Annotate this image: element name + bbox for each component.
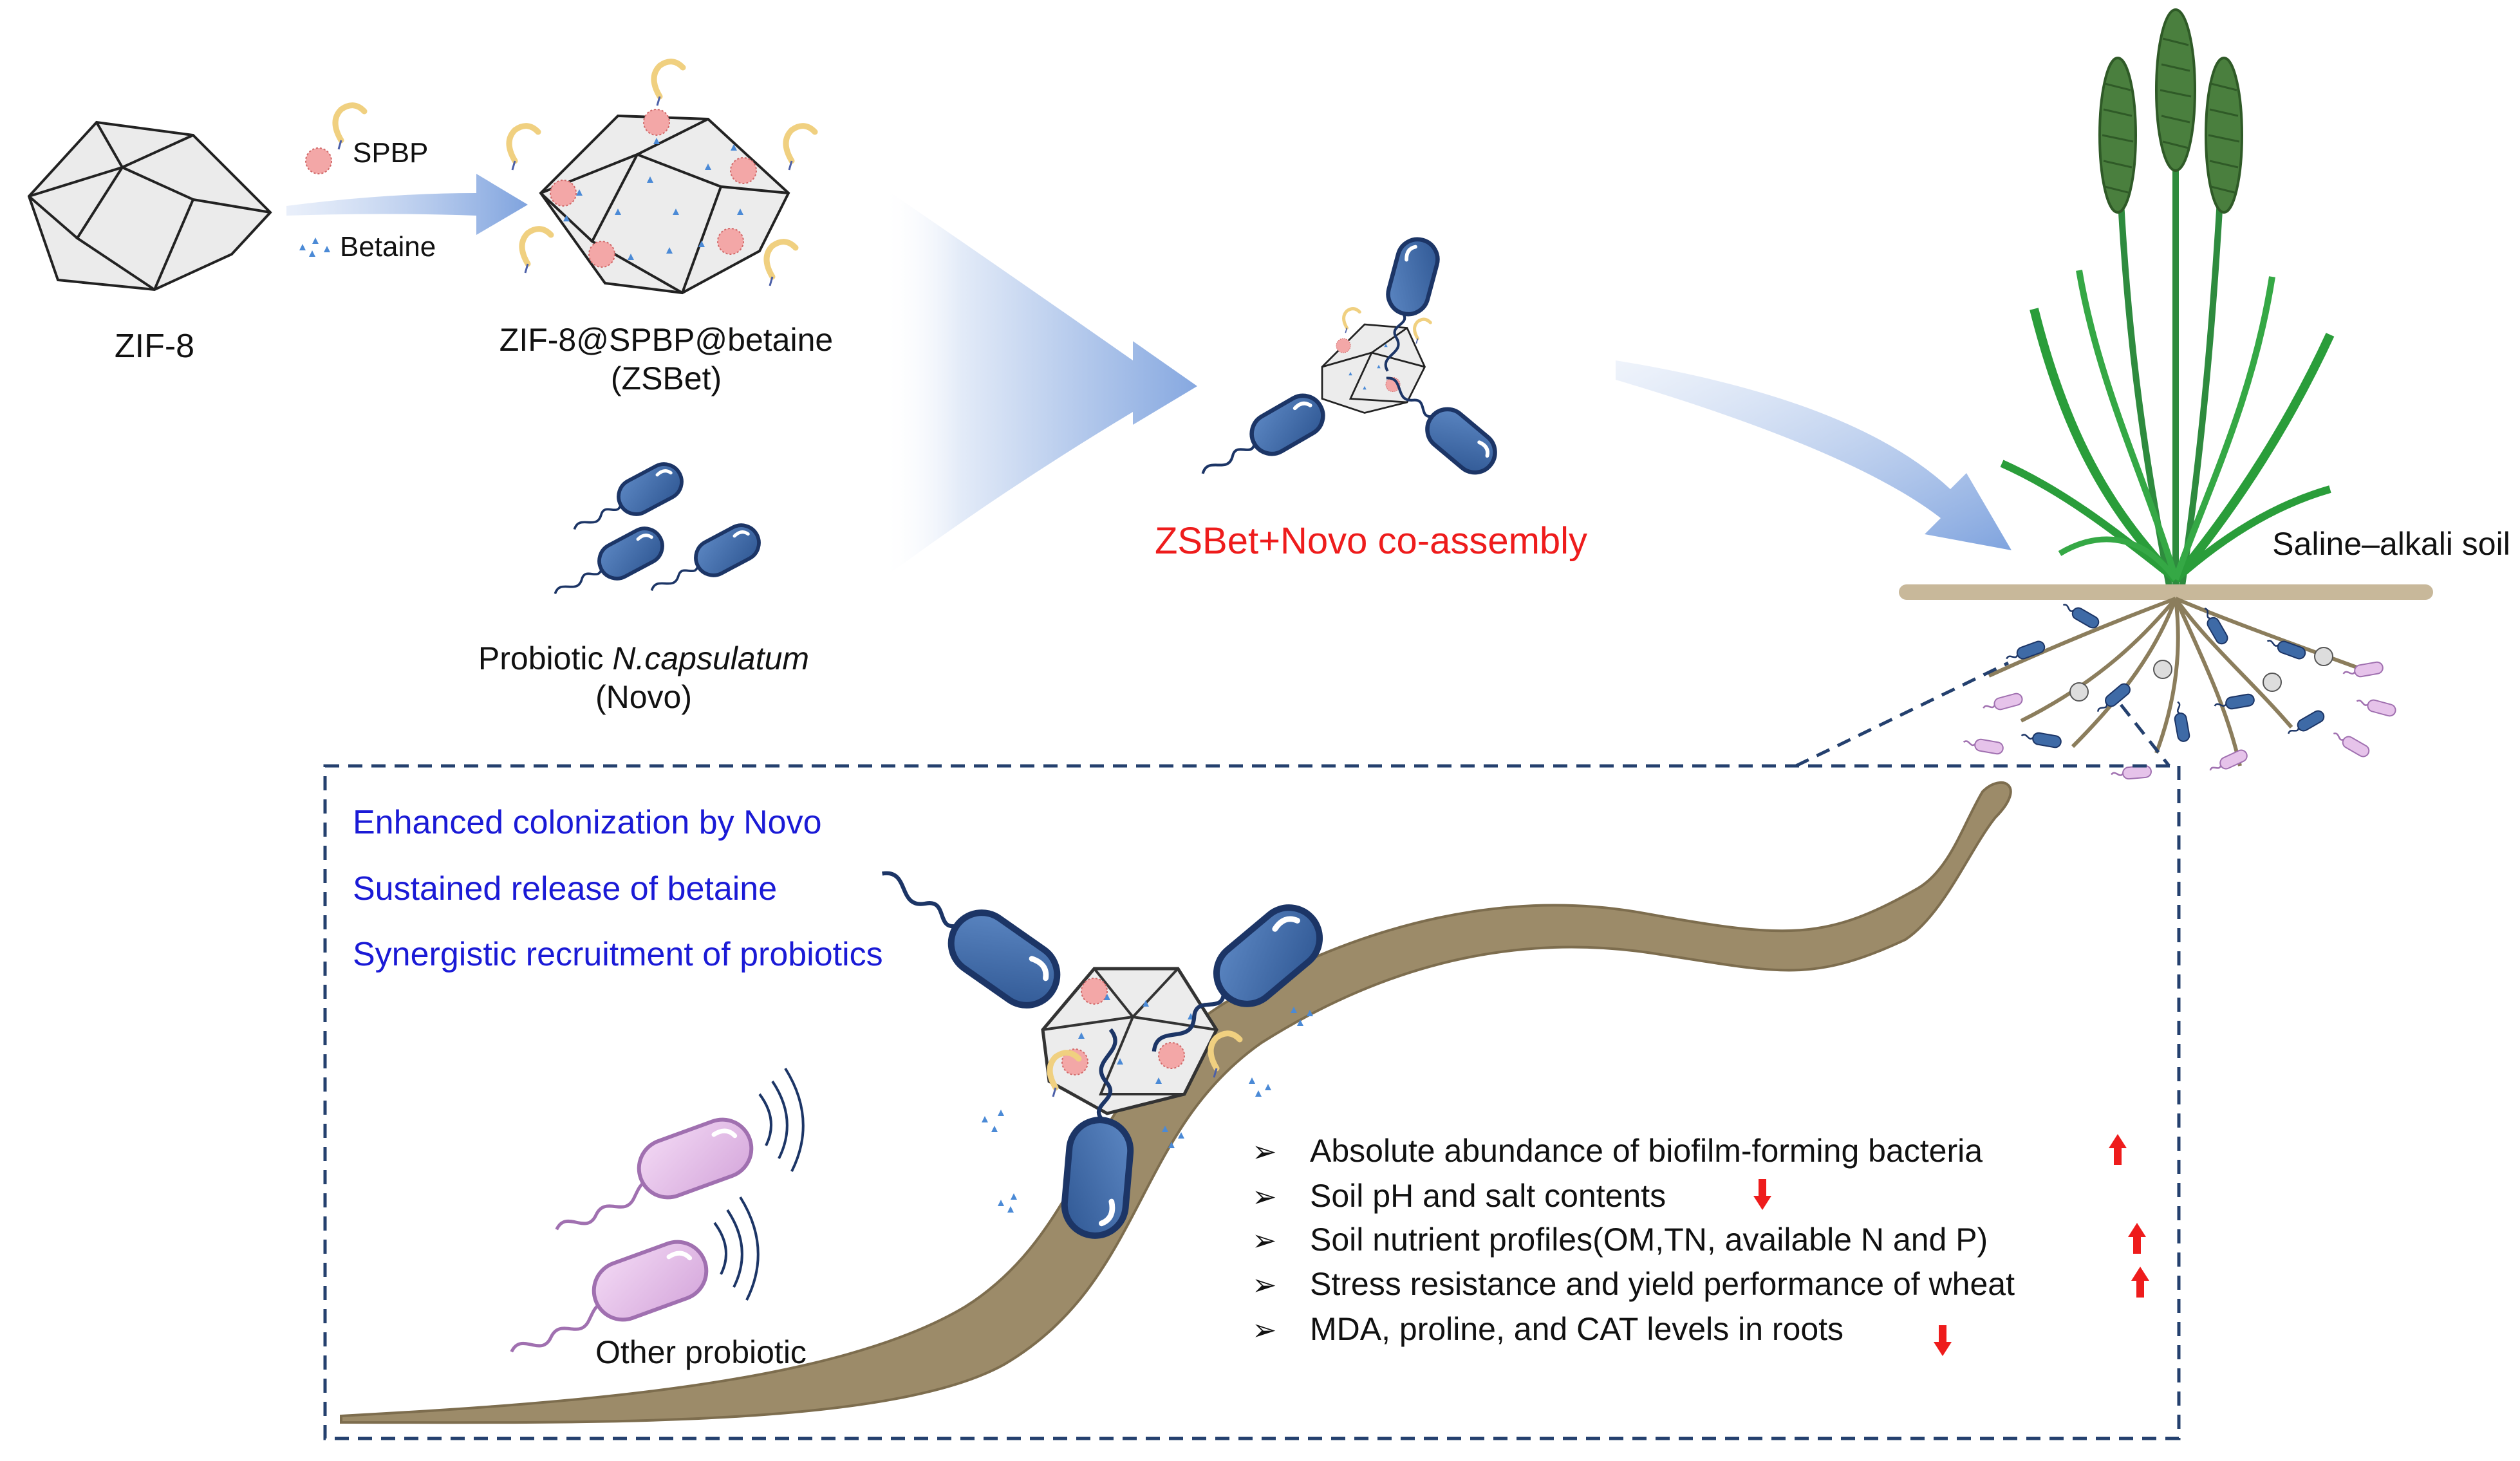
- coassembly-arrow: [882, 187, 1197, 579]
- wheat-roots-icon: [1988, 597, 2364, 767]
- soil-surface: [1899, 584, 2433, 600]
- zsbet-particle-icon: [509, 62, 815, 295]
- coassembly-on-root-icon: [864, 848, 1332, 1238]
- outcome-item: ➢ MDA, proline, and CAT levels in roots: [1252, 1311, 1952, 1356]
- effect-text-1: Sustained release of betaine: [353, 870, 777, 907]
- zif8-crystal-icon: [27, 120, 272, 292]
- effect-text-0: Enhanced colonization by Novo: [353, 804, 821, 841]
- outcome-text: Absolute abundance of biofilm-forming ba…: [1310, 1133, 1983, 1169]
- bullet-arrow-icon: ➢: [1252, 1180, 1277, 1213]
- zoom-connector-lines: [1795, 661, 2170, 768]
- bullet-arrow-icon: ➢: [1252, 1313, 1277, 1346]
- outcome-list: ➢ Absolute abundance of biofilm-forming …: [1252, 1133, 2149, 1356]
- betaine-label: Betaine: [340, 231, 436, 263]
- betaine-icon: [299, 237, 330, 257]
- probiotic-label-prefix: Probiotic: [478, 640, 612, 676]
- root-microbes-icon: [1961, 599, 2398, 781]
- outcome-text: MDA, proline, and CAT levels in roots: [1310, 1311, 1843, 1347]
- probiotic-species-name: N.capsulatum: [612, 640, 809, 676]
- outcome-text: Stress resistance and yield performance …: [1310, 1266, 2015, 1302]
- other-probiotic-label: Other probiotic: [595, 1334, 807, 1370]
- zsbet-label-line1: ZIF-8@SPBP@betaine: [499, 322, 833, 358]
- outcome-text: Soil nutrient profiles(OM,TN, available …: [1310, 1222, 1988, 1258]
- outcome-text: Soil pH and salt contents: [1310, 1178, 1666, 1214]
- increase-arrow-icon: [2131, 1267, 2149, 1298]
- detail-panel: [323, 764, 2181, 1440]
- bullet-arrow-icon: ➢: [1252, 1224, 1277, 1257]
- probiotic-label-line2: (Novo): [595, 679, 692, 715]
- bullet-arrow-icon: ➢: [1252, 1135, 1277, 1168]
- wheat-plant-icon: [2000, 8, 2335, 586]
- outcome-item: ➢ Absolute abundance of biofilm-forming …: [1252, 1133, 2127, 1169]
- novo-bacteria-icon: [547, 458, 765, 610]
- bullet-arrow-icon: ➢: [1252, 1268, 1277, 1301]
- outcome-item: ➢ Stress resistance and yield performanc…: [1252, 1266, 2149, 1302]
- spbp-label: SPBP: [353, 137, 428, 169]
- effect-text-2: Synergistic recruitment of probiotics: [353, 936, 883, 973]
- other-probiotic-icon: [495, 1067, 805, 1361]
- zsbet-label-line2: (ZSBet): [611, 360, 722, 396]
- application-arrow: [1616, 360, 2011, 550]
- outcome-item: ➢ Soil pH and salt contents: [1252, 1178, 1771, 1214]
- decrease-arrow-icon: [1934, 1325, 1952, 1356]
- outcome-item: ➢ Soil nutrient profiles(OM,TN, availabl…: [1252, 1222, 2146, 1258]
- probiotic-label-line1: Probiotic N.capsulatum: [478, 640, 809, 676]
- decrease-arrow-icon: [1753, 1179, 1771, 1210]
- soil-label: Saline–alkali soil: [2272, 526, 2510, 562]
- coassembly-icon: [1193, 235, 1503, 491]
- coassembly-label: ZSBet+Novo co-assembly: [1155, 520, 1587, 562]
- increase-arrow-icon: [2109, 1134, 2127, 1165]
- zif8-label: ZIF-8: [115, 328, 194, 365]
- loading-arrow: [286, 174, 528, 235]
- increase-arrow-icon: [2128, 1223, 2146, 1254]
